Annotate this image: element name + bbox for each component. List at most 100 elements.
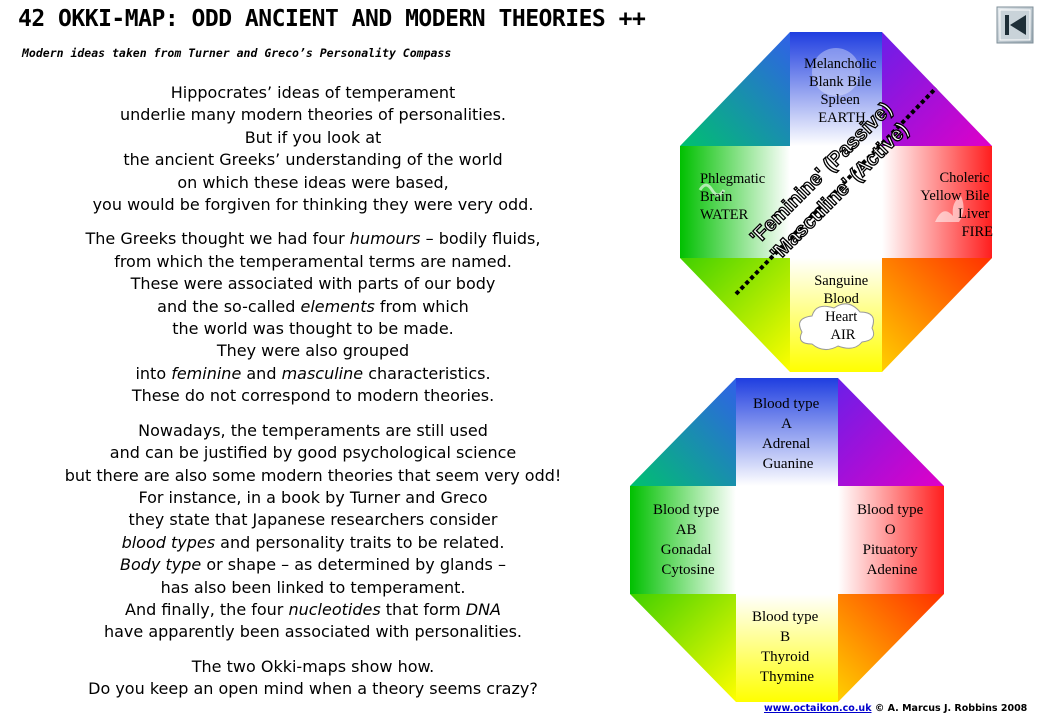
label-line: Brain <box>700 189 733 205</box>
label-line: AIR <box>831 327 856 343</box>
label-line: Blank Bile <box>809 74 871 90</box>
text-line: They were also grouped <box>216 341 410 361</box>
map2-sector-top <box>736 378 838 486</box>
label-line: Thyroid <box>761 649 810 665</box>
earth-globe-icon <box>812 48 860 96</box>
map2-center <box>736 486 838 594</box>
map1-bottom-label: Sanguine Blood Heart AIR <box>814 273 872 343</box>
page-title: 42 OKKI-MAP: ODD ANCIENT AND MODERN THEO… <box>18 6 646 32</box>
map1-corner-br <box>882 258 992 372</box>
label-line: Blood type <box>753 396 820 412</box>
label-line: WATER <box>700 207 749 223</box>
text-line: These do not correspond to modern theori… <box>131 386 495 406</box>
air-cloud-icon <box>799 303 875 350</box>
text-run: from which <box>374 296 469 316</box>
label-line: Cytosine <box>661 562 715 578</box>
text-line: Hippocrates’ ideas of temperament <box>170 83 456 102</box>
text-line: For instance, in a book by Turner and Gr… <box>138 487 488 507</box>
label-line: Liver <box>958 206 990 222</box>
map1-center <box>790 146 882 258</box>
map2-left-label: Blood type AB Gonadal Cytosine <box>653 502 723 578</box>
text-line: Body type or shape – as determined by gl… <box>28 554 598 576</box>
text-line: Do you keep an open mind when a theory s… <box>88 679 538 699</box>
label-line: Blood type <box>752 609 819 625</box>
text-run: that form <box>380 599 466 619</box>
label-line: O <box>885 522 896 538</box>
body-text: Hippocrates’ ideas of temperament underl… <box>28 82 598 713</box>
map1-top-label: Melancholic Blank Bile Spleen EARTH <box>804 56 880 126</box>
emphasis: elements <box>300 296 375 316</box>
text-run: characteristics. <box>363 363 491 383</box>
paragraph-1: Hippocrates’ ideas of temperament underl… <box>28 82 598 216</box>
map1-sector-right <box>882 146 992 258</box>
map2-bottom-label: Blood type B Thyroid Thymine <box>752 609 822 685</box>
water-wave-icon <box>698 183 726 197</box>
map2-corner-tl <box>630 378 736 486</box>
text-run: and personality traits to be related. <box>215 532 505 552</box>
map2-corner-tr <box>838 378 944 486</box>
map2-sector-left <box>630 486 736 594</box>
copyright-text: © A. Marcus J. Robbins 2008 <box>871 703 1028 714</box>
text-run: and the so-called <box>157 296 301 316</box>
text-line: they state that Japanese researchers con… <box>128 510 498 530</box>
text-line: And finally, the four nucleotides that f… <box>28 599 598 621</box>
label-line: Guanine <box>763 456 814 472</box>
emphasis: Body type <box>120 555 202 575</box>
text-line: The two Okki-maps show how. <box>191 656 435 676</box>
fire-flame-icon <box>935 196 964 222</box>
label-line: Heart <box>825 309 857 325</box>
text-line: blood types and personality traits to be… <box>28 532 598 554</box>
label-line: Melancholic <box>804 56 876 72</box>
map2-sector-bottom <box>736 594 838 702</box>
label-line: Blood <box>823 291 859 307</box>
map1-right-label: Choleric Yellow Bile Liver FIRE <box>920 170 993 240</box>
map1-left-label: Phlegmatic Brain WATER <box>700 171 769 223</box>
footer: www.octaikon.co.uk © A. Marcus J. Robbin… <box>764 703 1027 714</box>
text-run: The Greeks thought we had four <box>85 229 350 249</box>
text-line: and can be justified by good psychologic… <box>109 443 517 463</box>
okki-map-humours: Melancholic Blank Bile Spleen EARTH Phle… <box>680 32 993 372</box>
skip-back-icon <box>996 6 1034 44</box>
label-line: Choleric <box>939 170 989 186</box>
back-button[interactable] <box>996 6 1034 44</box>
label-line: Adrenal <box>762 436 810 452</box>
label-line: Adenine <box>867 562 918 578</box>
text-line: you would be forgiven for thinking they … <box>92 195 534 215</box>
text-line: Nowadays, the temperaments are still use… <box>138 420 488 440</box>
map1-diagonal-1 <box>734 86 938 296</box>
emphasis: humours <box>349 229 421 249</box>
map2-top-label: Blood type A Adrenal Guanine <box>753 396 823 472</box>
text-line: on which these ideas were based, <box>177 172 449 192</box>
label-line: Phlegmatic <box>700 171 765 187</box>
text-line: underlie many modern theories of persona… <box>119 105 507 125</box>
emphasis: blood types <box>121 532 216 552</box>
text-line: the world was thought to be made. <box>172 319 454 339</box>
page-subtitle: Modern ideas taken from Turner and Greco… <box>22 46 452 60</box>
label-line: Pituatory <box>863 542 918 558</box>
emphasis: masculine <box>281 363 364 383</box>
text-line: But if you look at <box>244 127 382 147</box>
text-run: And finally, the four <box>125 599 289 619</box>
map2-corner-bl <box>630 594 736 702</box>
okki-map-blood-types: Blood type A Adrenal Guanine Blood type … <box>630 378 944 702</box>
text-line: into feminine and masculine characterist… <box>28 363 598 385</box>
text-line: have apparently been associated with per… <box>103 622 523 642</box>
text-line: from which the temperamental terms are n… <box>114 251 512 271</box>
text-line: The Greeks thought we had four humours –… <box>28 228 598 250</box>
text-line: but there are also some modern theories … <box>64 465 562 485</box>
website-link[interactable]: www.octaikon.co.uk <box>764 703 872 714</box>
label-line: Blood type <box>857 502 924 518</box>
text-line: These were associated with parts of our … <box>130 274 496 294</box>
text-run: – bodily fluids, <box>420 229 541 249</box>
label-line: Spleen <box>820 92 860 108</box>
label-line: EARTH <box>818 110 866 126</box>
paragraph-2: The Greeks thought we had four humours –… <box>28 228 598 407</box>
map2-right-label: Blood type O Pituatory Adenine <box>857 502 927 578</box>
emphasis: feminine <box>171 363 242 383</box>
map1-corner-tl <box>680 32 790 146</box>
paragraph-4: The two Okki-maps show how. Do you keep … <box>28 656 598 701</box>
label-line: B <box>780 629 790 645</box>
map1-sector-top <box>790 32 882 146</box>
emphasis: DNA <box>465 599 501 619</box>
